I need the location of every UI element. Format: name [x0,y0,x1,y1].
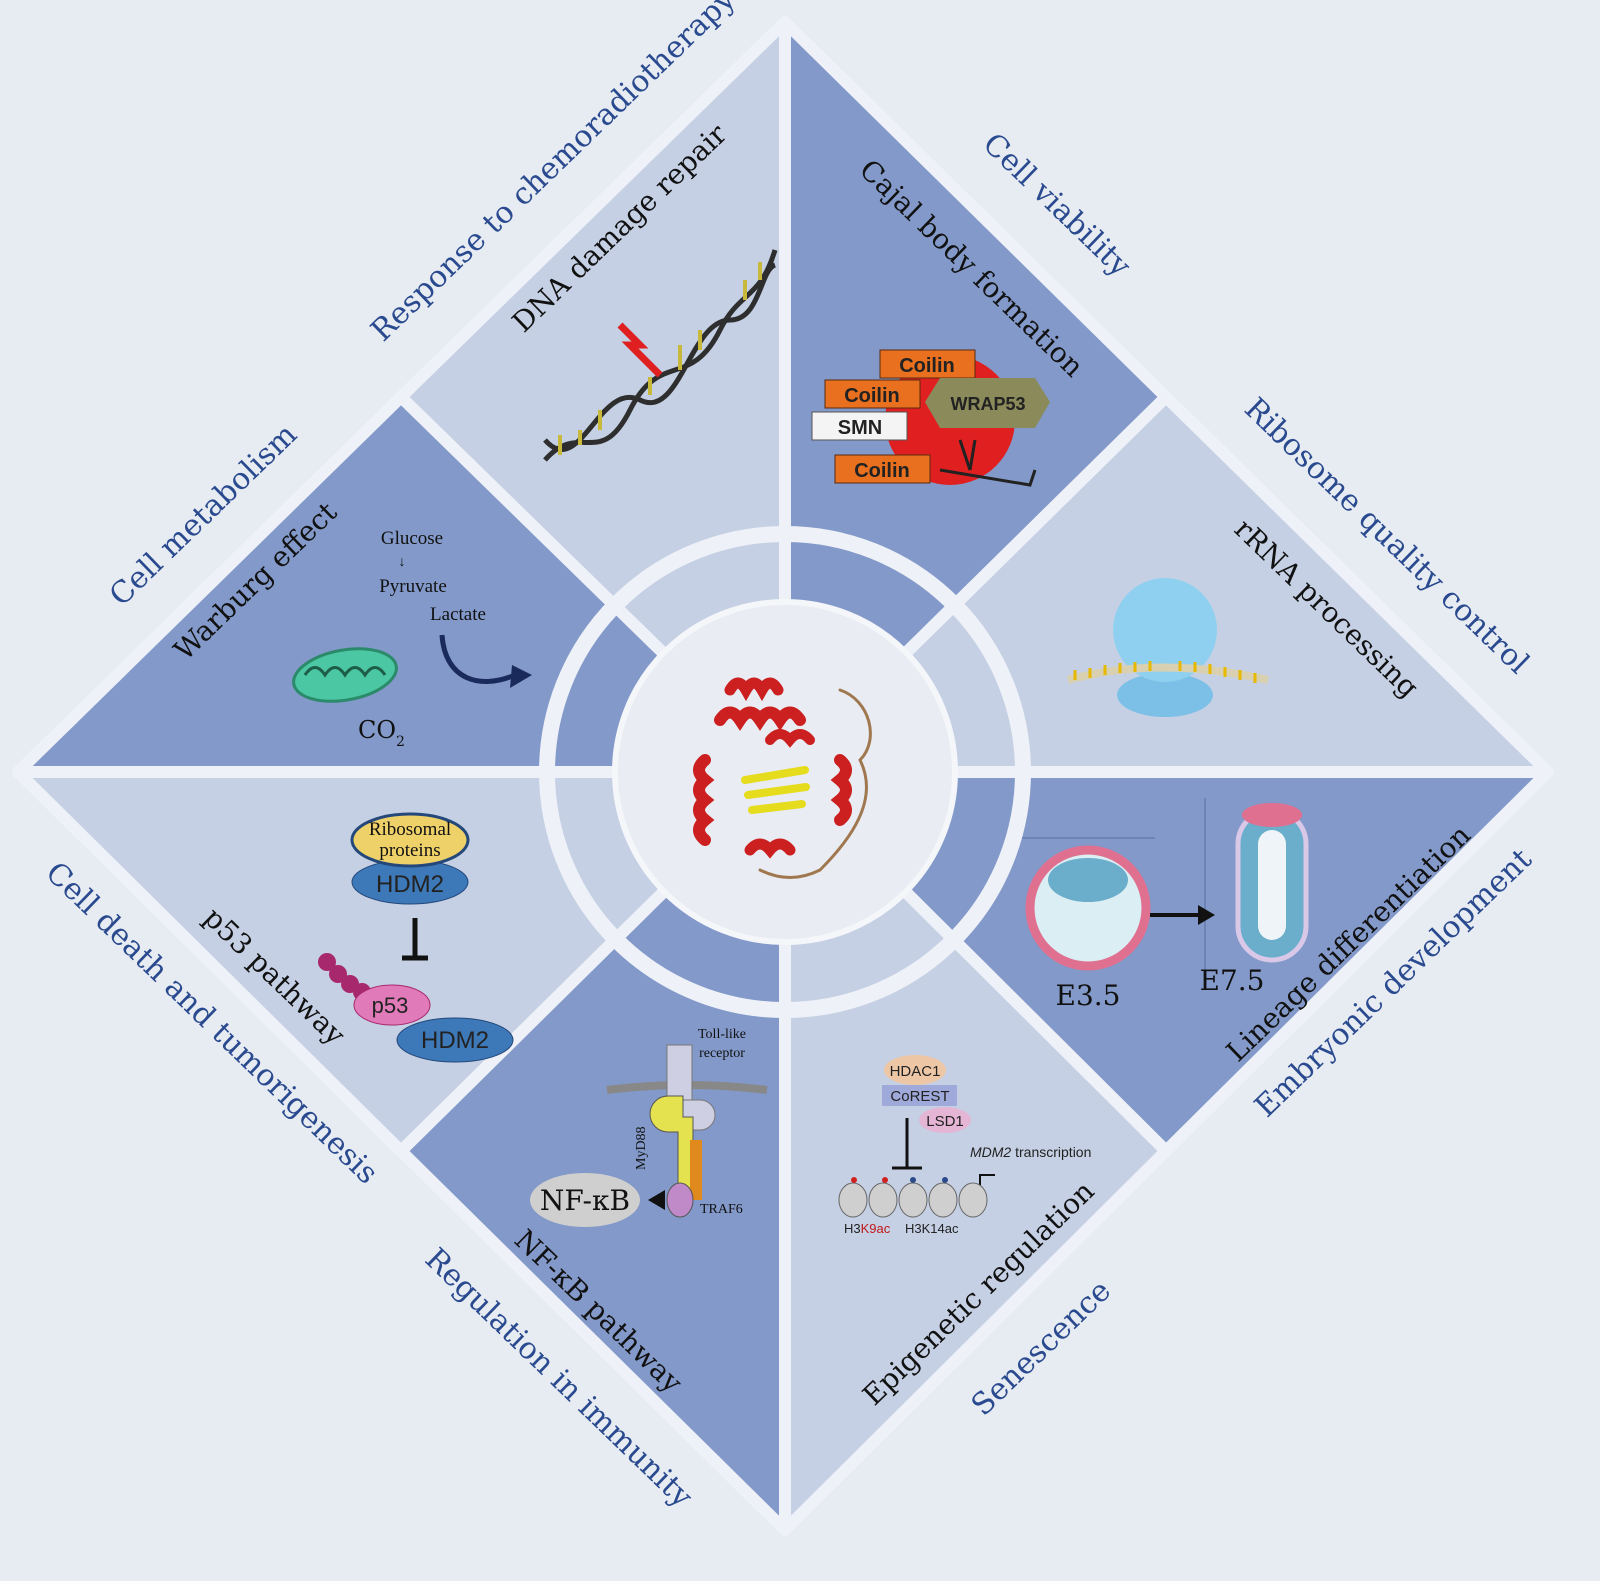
corest-shape: CoREST [882,1085,957,1106]
dna-helix-icon [543,249,778,462]
svg-text:Coilin: Coilin [854,460,910,482]
wrap53-shape: WRAP53 [925,378,1050,428]
svg-text:SMN: SMN [838,417,882,439]
ribosome-icon [1066,578,1269,717]
inhibition-icon [402,918,428,961]
ribosomal-label: Ribosomal [369,819,451,840]
svg-text:LSD1: LSD1 [926,1113,964,1130]
hdac1-shape: HDAC1 [884,1055,946,1085]
nfkb-shape [530,1173,640,1227]
svg-text:CoREST: CoREST [890,1088,949,1105]
segment-p53-pathway [12,766,791,1157]
co2-label: CO2 [358,716,405,750]
proteins-label: proteins [379,840,440,861]
inhibition-icon [892,1118,922,1170]
traf6-icon [666,1182,694,1218]
curved-arrow-icon [439,634,516,684]
toll-like-receptor-icon [666,1044,693,1106]
coilin-box-1: Coilin [879,349,976,379]
rna-strand-icon [939,439,1037,487]
arrow-left-icon [648,1190,665,1210]
h3k9ac-label: H3K9ac [844,1221,891,1236]
blastocyst-e35-icon [1025,845,1151,971]
receptor-label: receptor [699,1046,745,1061]
svg-text:HDM2: HDM2 [421,1027,489,1054]
h3k14ac-label: H3K14ac [905,1221,959,1236]
e35-label: E3.5 [1056,979,1121,1012]
hdm2-bottom-shape: HDM2 [396,1017,514,1063]
traf6-label: TRAF6 [700,1202,743,1217]
arrow-down-icon: ↓ [399,555,406,570]
svg-text:HDAC1: HDAC1 [890,1063,941,1080]
arrowhead-icon [510,665,532,688]
nucleosomes-icon [838,1177,988,1218]
protein-structure-icon [693,677,872,879]
arrowhead-icon [1198,905,1215,925]
coilin-box-3: Coilin [834,454,931,484]
myd88-label: MyD88 [634,1126,649,1170]
lactate-label: Lactate [430,604,486,625]
svg-text:p53: p53 [372,993,409,1018]
pyruvate-label: Pyruvate [379,576,447,597]
toll-like-label: Toll-like [698,1027,746,1042]
cristae-icon [303,666,387,678]
nfkb-label: NF-κB [540,1184,630,1217]
svg-text:HDM2: HDM2 [376,871,444,898]
glucose-label: Glucose [381,528,443,549]
p53-shape: p53 [353,984,431,1026]
embryo-e75-icon [1235,803,1309,963]
smn-box: SMN [811,411,908,441]
traf6-bar-icon [690,1140,702,1200]
svg-text:Coilin: Coilin [899,355,955,377]
e75-label: E7.5 [1200,964,1265,997]
lsd1-shape: LSD1 [919,1107,971,1133]
ribosomal-proteins-shape [350,812,470,868]
mdm2-transcription-label: MDM2 transcription [970,1144,1091,1160]
outer-ring [539,526,1031,1018]
svg-text:Coilin: Coilin [844,385,900,407]
coilin-box-2: Coilin [824,379,921,409]
svg-text:WRAP53: WRAP53 [950,394,1025,414]
